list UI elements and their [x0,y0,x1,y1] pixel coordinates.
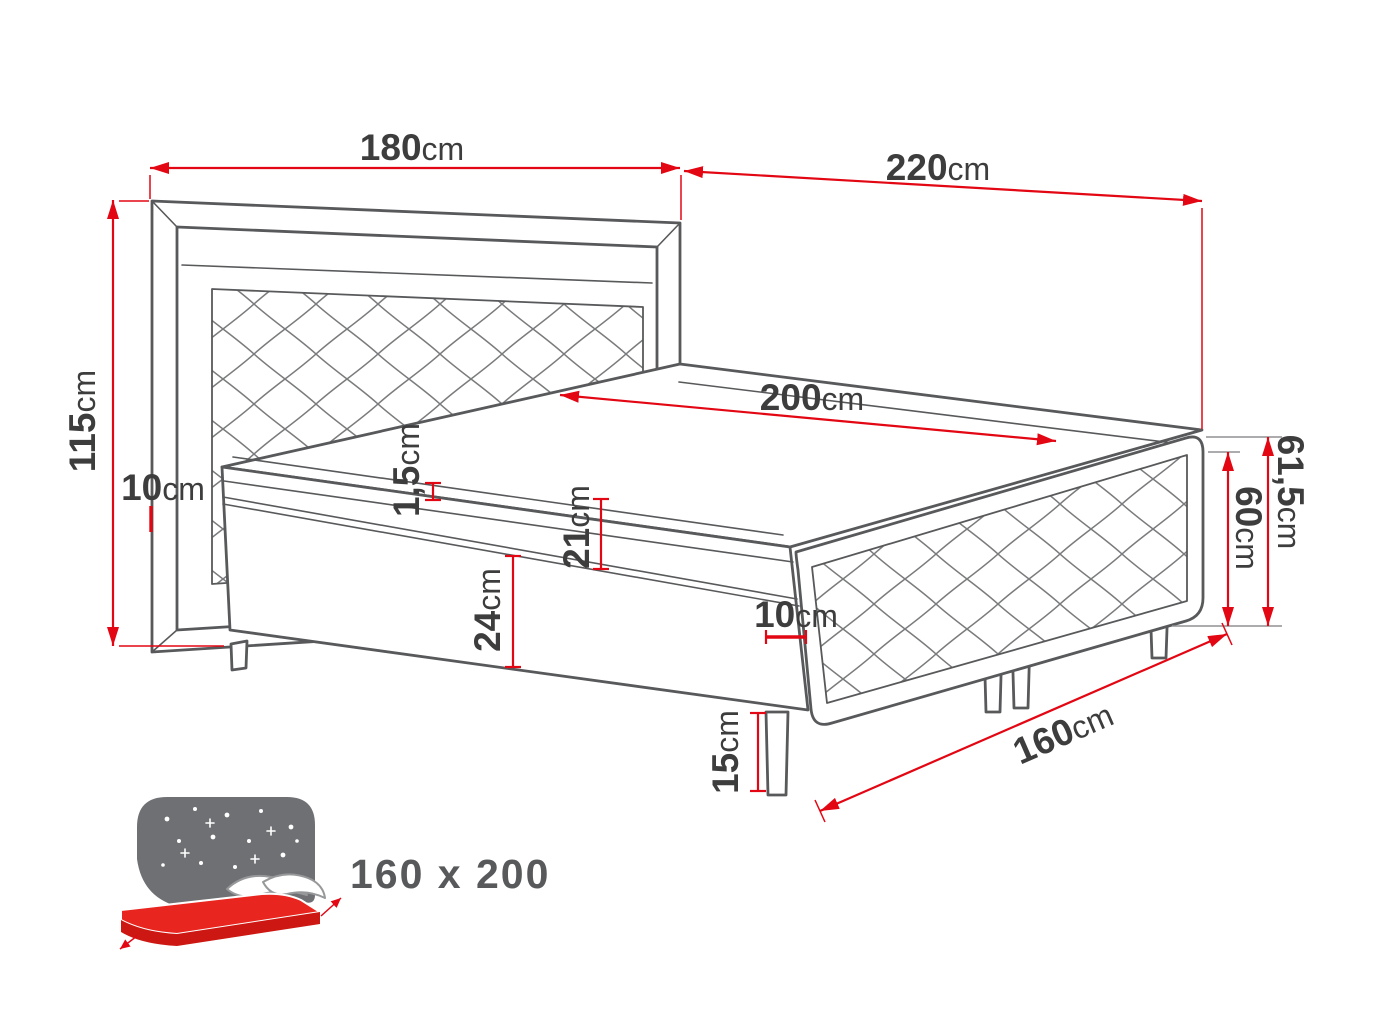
dim-label-topper-thickness: 1,5cm [386,423,427,517]
dim-label-side-height-61-5: 61,5cm [1270,435,1311,550]
dim-mattress-thickness [593,497,609,571]
dim-label-side-height-60: 60cm [1228,486,1269,570]
dim-topper-thickness [425,481,441,502]
dim-label-base-height: 24cm [467,568,508,652]
dim-label-leg-height: 15cm [705,710,746,794]
dim-label-mattress-length: 200cm [760,377,864,418]
icon-length-arrow [320,897,342,917]
dim-frame-edge [764,630,808,644]
dim-label-frame-edge: 10cm [754,594,838,635]
headboard-leg [229,639,249,672]
icon-stars [161,807,299,869]
dim-mattress-length [559,390,1057,446]
bed-size-icon [119,797,342,950]
dim-label-headboard-thickness: 10cm [121,467,205,508]
front-leg [764,710,790,797]
dim-label-headboard-height: 115cm [62,370,103,472]
dim-base-height [505,554,521,669]
dim-mattress-width [814,622,1233,823]
dim-headboard-width [149,162,682,220]
dim-label-total-depth: 220cm [886,147,990,188]
dim-label-headboard-width: 180cm [360,127,464,168]
icon-mattress-side [121,912,320,946]
bed-size-label: 160 x 200 [350,851,550,897]
dim-headboard-height [107,200,224,647]
dim-side-heights [1172,436,1282,627]
dim-leg-height [750,711,766,793]
dim-total-depth [683,166,1203,429]
dim-label-mattress-thickness: 21cm [556,485,597,569]
icon-width-arrow [119,935,138,950]
